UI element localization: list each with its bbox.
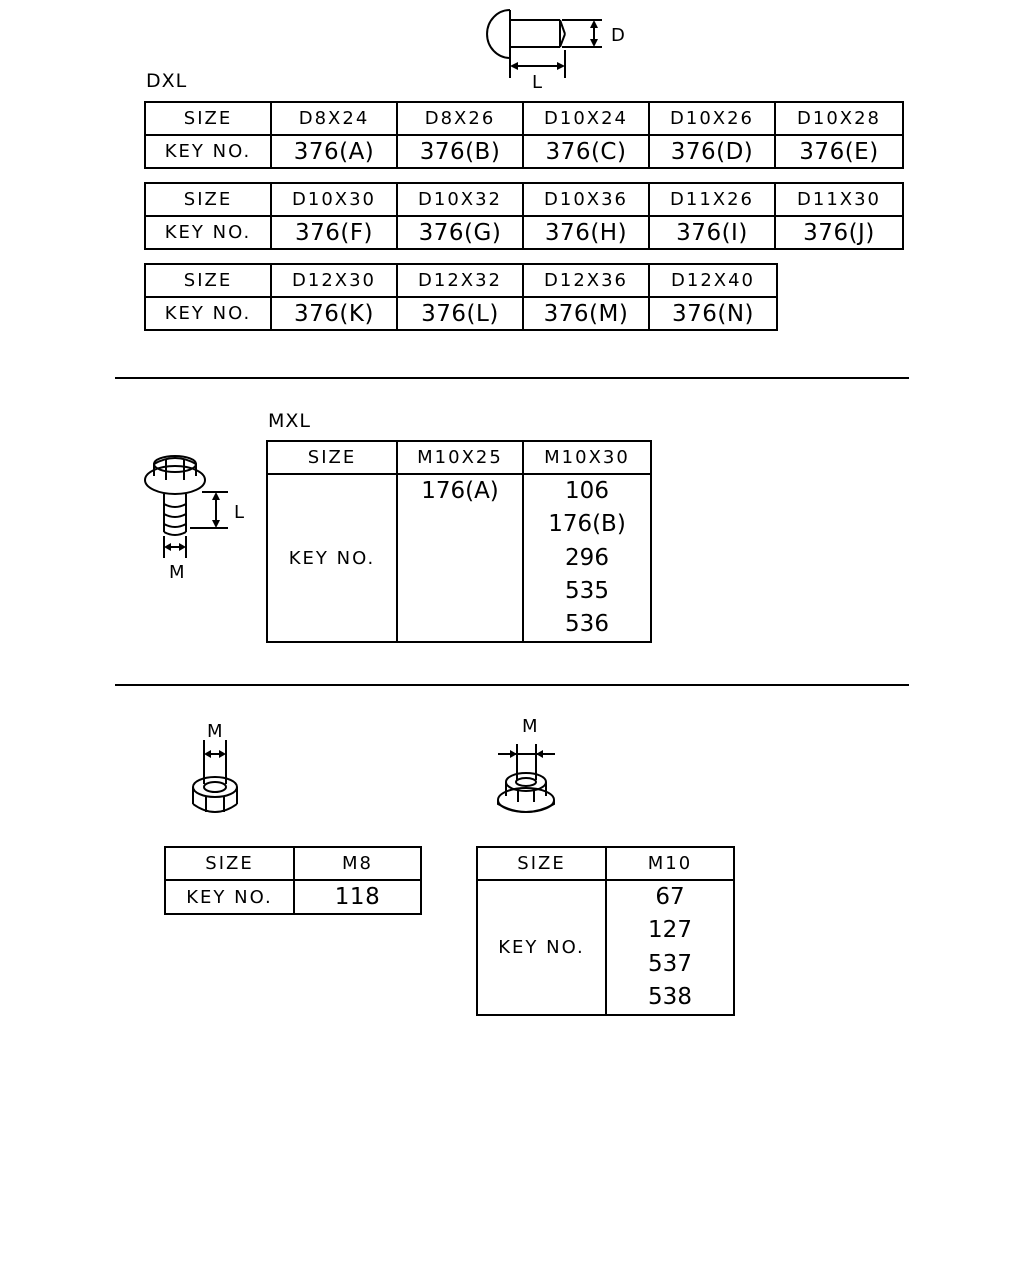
key-value: 67 — [655, 884, 685, 910]
size-cell: D11X26 — [648, 182, 776, 217]
pin-d-label: D — [611, 25, 625, 46]
size-header: SIZE — [144, 182, 272, 217]
mxl-title: MXL — [268, 410, 311, 432]
key-value: 106 — [565, 478, 609, 504]
key-cell: 376(F) — [270, 215, 398, 250]
key-value: 538 — [648, 983, 692, 1010]
key-value: 176(A) — [421, 478, 499, 504]
key-no-header: KEY NO. — [144, 215, 272, 250]
size-cell: D8X24 — [270, 101, 398, 136]
key-cell: 376(G) — [396, 215, 524, 250]
key-cell: 376(E) — [774, 134, 904, 169]
key-no-header: KEY NO. — [476, 879, 607, 1016]
key-cell: 376(M) — [522, 296, 650, 331]
size-cell: M8 — [293, 846, 422, 881]
key-list: 176(A) — [396, 472, 524, 644]
bolt-l-label: L — [234, 502, 245, 523]
size-cell: D10X28 — [774, 101, 904, 136]
flange-nut-diagram — [497, 744, 555, 813]
size-cell: D11X30 — [774, 182, 904, 217]
size-cell: D10X26 — [648, 101, 776, 136]
key-cell: 376(H) — [522, 215, 650, 250]
dxl-title: DXL — [146, 70, 188, 92]
key-cell: 376(A) — [270, 134, 398, 169]
section-divider — [115, 377, 909, 379]
key-cell: 118 — [293, 879, 422, 915]
key-value: 296 — [565, 544, 609, 571]
pin-l-label: L — [532, 72, 543, 93]
nut-m10-m-label: M — [522, 716, 538, 737]
size-cell: D10X36 — [522, 182, 650, 217]
size-header: SIZE — [164, 846, 295, 881]
dxl-table-2: SIZE D10X30 D10X32 D10X36 D11X26 D11X30 … — [144, 182, 904, 250]
size-cell: M10X25 — [396, 440, 524, 475]
dxl-table-3: SIZE D12X30 D12X32 D12X36 D12X40 KEY NO.… — [144, 263, 778, 331]
key-cell: 376(L) — [396, 296, 524, 331]
size-cell: D10X32 — [396, 182, 524, 217]
key-list: 67 127 537 538 — [605, 879, 735, 1016]
key-no-header: KEY NO. — [144, 134, 272, 169]
nut-m8-m-label: M — [207, 721, 223, 742]
size-cell: D10X30 — [270, 182, 398, 217]
key-cell: 376(N) — [648, 296, 778, 331]
key-value: 127 — [648, 917, 692, 944]
size-cell: D12X36 — [522, 263, 650, 298]
flange-bolt-diagram — [144, 455, 228, 558]
nut-m10-table: SIZE M10 KEY NO. 67 127 537 538 — [476, 846, 735, 1016]
size-header: SIZE — [144, 263, 272, 298]
key-cell: 376(J) — [774, 215, 904, 250]
key-no-header: KEY NO. — [266, 472, 398, 644]
size-cell: D12X32 — [396, 263, 524, 298]
key-no-header: KEY NO. — [144, 296, 272, 331]
key-cell: 376(K) — [270, 296, 398, 331]
size-header: SIZE — [144, 101, 272, 136]
size-cell: M10 — [605, 846, 735, 881]
bolt-m-label: M — [169, 562, 185, 583]
size-cell: D10X24 — [522, 101, 650, 136]
key-cell: 376(D) — [648, 134, 776, 169]
section-divider — [115, 684, 909, 686]
pin-diagram — [486, 9, 602, 78]
size-cell: D12X30 — [270, 263, 398, 298]
dxl-table-1: SIZE D8X24 D8X26 D10X24 D10X26 D10X28 KE… — [144, 101, 904, 169]
size-header: SIZE — [266, 440, 398, 475]
key-value: 536 — [565, 611, 609, 637]
nut-m8-table: SIZE M8 KEY NO. 118 — [164, 846, 422, 915]
hex-nut-diagram — [192, 740, 238, 813]
key-value: 176(B) — [548, 511, 626, 538]
key-cell: 376(I) — [648, 215, 776, 250]
size-header: SIZE — [476, 846, 607, 881]
key-cell: 376(C) — [522, 134, 650, 169]
mxl-table: SIZE M10X25 M10X30 KEY NO. 176(A) 106 17… — [266, 440, 652, 644]
key-list: 106 176(B) 296 535 536 — [522, 472, 652, 644]
size-cell: D12X40 — [648, 263, 778, 298]
key-value: 537 — [648, 950, 692, 977]
key-no-header: KEY NO. — [164, 879, 295, 915]
key-cell: 376(B) — [396, 134, 524, 169]
size-cell: M10X30 — [522, 440, 652, 475]
key-value: 535 — [565, 577, 609, 604]
size-cell: D8X26 — [396, 101, 524, 136]
